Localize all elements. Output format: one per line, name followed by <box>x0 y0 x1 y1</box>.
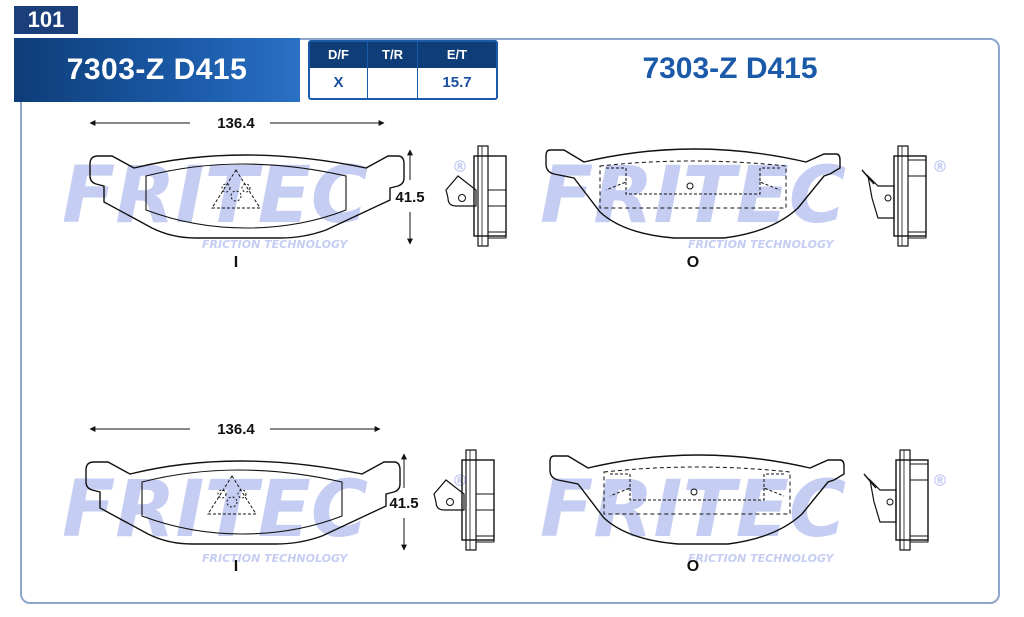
spec-col-et: E/T 15.7 <box>418 42 496 98</box>
header-banner: 7303-Z D415 <box>14 38 300 102</box>
spec-col-tr: T/R <box>368 42 418 98</box>
height-value-bottom: 41.5 <box>389 495 418 512</box>
watermark-tagline-left-top: FRICTION TECHNOLOGY <box>202 238 349 251</box>
spec-col-df: D/F X <box>310 42 368 98</box>
inner-label-top: I <box>234 254 238 271</box>
inner-label-bottom: I <box>234 558 238 575</box>
inner-pad-side-bottom <box>433 449 495 551</box>
watermark-brand-right-top: FRITEC <box>540 151 846 241</box>
height-value-top: 41.5 <box>395 189 424 206</box>
right-part-title: 7303-Z D415 <box>642 52 818 85</box>
watermark-mark-right-top: ® <box>932 157 948 176</box>
width-dimension-bottom: 136.4 <box>89 421 381 438</box>
width-dimension-top: 136.4 <box>89 115 385 132</box>
watermark-left-bottom: FRITEC FRICTION TECHNOLOGY ® <box>62 465 468 565</box>
height-dimension-bottom: 41.5 <box>389 453 419 551</box>
watermark-right-bottom: FRITEC FRICTION TECHNOLOGY ® <box>540 465 948 565</box>
spec-header-tr: T/R <box>368 42 417 68</box>
spec-table: D/F X T/R E/T 15.7 <box>308 40 498 100</box>
diagram-frame <box>20 38 1000 604</box>
outer-pad-side-bottom <box>863 449 929 551</box>
spec-value-df: X <box>333 74 344 91</box>
width-value-bottom: 136.4 <box>217 421 255 438</box>
watermark-tagline-right-top: FRICTION TECHNOLOGY <box>688 238 835 251</box>
spec-header-et: E/T <box>418 42 496 68</box>
spec-value-et: 15.7 <box>442 74 472 91</box>
height-dimension-top: 41.5 <box>395 149 425 245</box>
watermark-mark-left-bottom: ® <box>452 471 468 490</box>
outer-label-top: O <box>687 254 699 271</box>
spec-header-df: D/F <box>310 42 367 68</box>
watermark-tagline-left-bottom: FRICTION TECHNOLOGY <box>202 552 349 565</box>
header-part-code: 7303-Z D415 <box>66 53 248 86</box>
page-number-tab: 101 <box>14 6 78 34</box>
watermark-brand-left-bottom: FRITEC <box>62 465 368 555</box>
watermark-mark-right-bottom: ® <box>932 471 948 490</box>
watermark-tagline-right-bottom: FRICTION TECHNOLOGY <box>688 552 835 565</box>
watermark-mark-left-top: ® <box>452 157 468 176</box>
outer-label-bottom: O <box>687 558 699 575</box>
outer-pad-side-top <box>861 145 927 247</box>
width-value-top: 136.4 <box>217 115 255 132</box>
watermark-brand-right-bottom: FRITEC <box>540 465 846 555</box>
watermark-right-top: FRITEC FRICTION TECHNOLOGY ® <box>540 151 948 251</box>
